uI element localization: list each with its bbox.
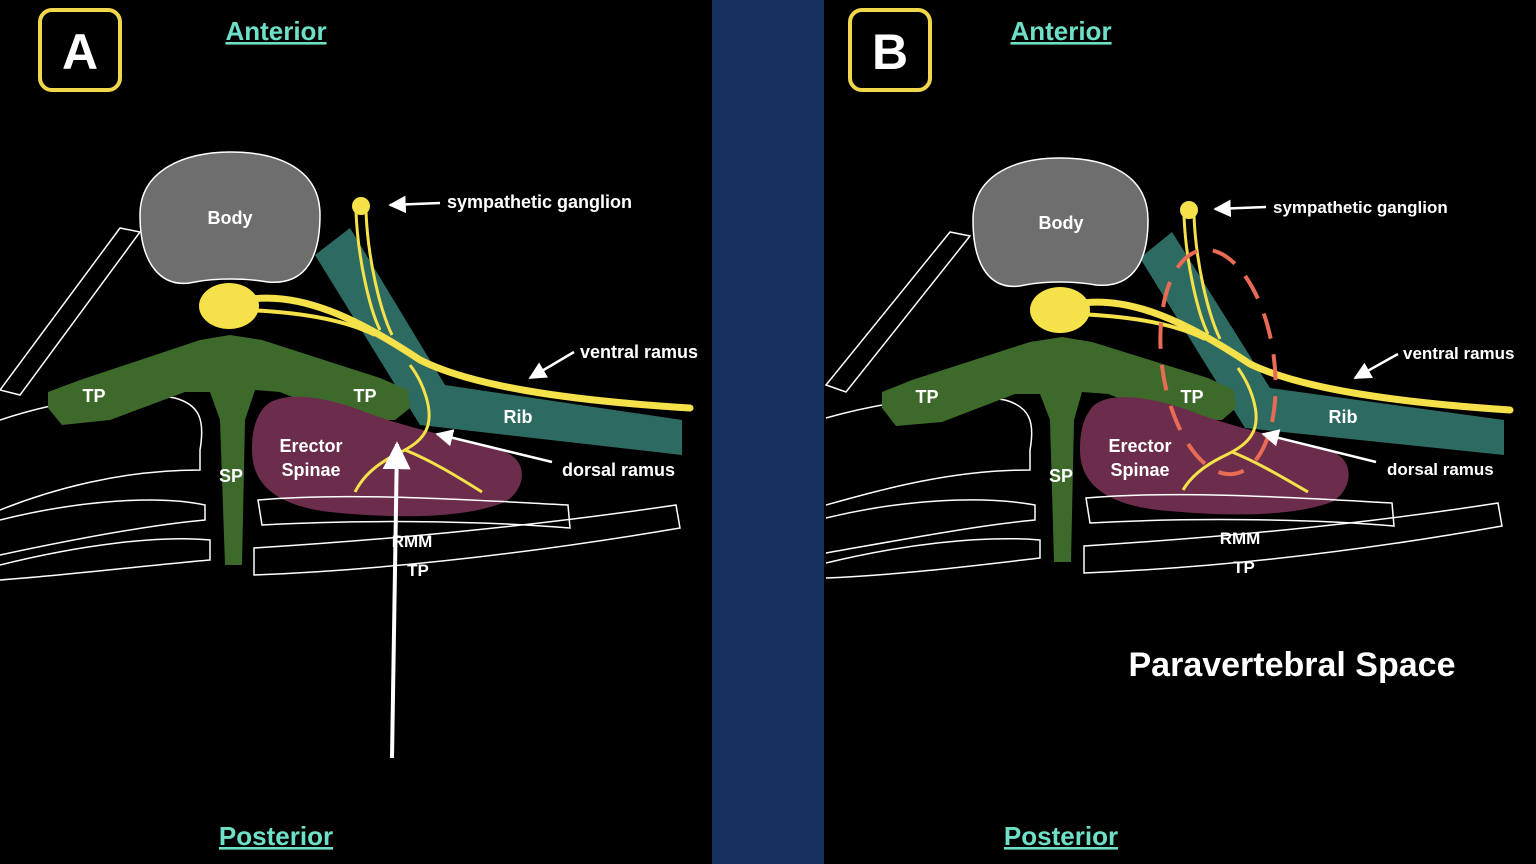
rami-communicantes	[1075, 312, 1206, 341]
vertebral-body	[139, 151, 321, 285]
left-muscle-layer-outline	[825, 499, 1036, 554]
erector-label-line2: Spinae	[281, 460, 340, 480]
dorsal-root-ganglion	[199, 283, 259, 329]
rmm-outline	[1085, 493, 1395, 527]
panel-divider	[712, 0, 824, 864]
posterior-label: Posterior	[219, 821, 333, 851]
dorsal-ramus-nerve-medial	[1181, 367, 1258, 491]
panel-badge	[848, 8, 932, 92]
erector-label-line1: Erector	[279, 436, 342, 456]
dorsal-ramus-nerve-medial	[353, 364, 431, 493]
rib-label: Rib	[504, 407, 533, 427]
tp-right-label: TP	[1180, 387, 1203, 407]
tp-right-label: TP	[353, 386, 376, 406]
dorsal-ramus-arrow	[1261, 429, 1377, 464]
panel-letter: B	[872, 24, 908, 80]
ventral-ramus-nerve	[1072, 298, 1514, 414]
lower-tp-outline	[1083, 502, 1503, 574]
ventral-ramus-label: ventral ramus	[1403, 344, 1515, 363]
sympathetic-chain-branch-2	[1192, 215, 1222, 340]
panel-badge	[38, 8, 122, 92]
sympathetic-ganglion-arrow	[388, 195, 441, 214]
tp-left-label: TP	[915, 387, 938, 407]
panel-b: B Anterior Posterior Body TP TP SP Erect…	[824, 8, 1515, 851]
dorsal-ramus-arrow	[435, 429, 553, 464]
sympathetic-chain-branch-1	[354, 211, 382, 331]
sympathetic-chain-branch-1	[1182, 215, 1210, 335]
erector-label-line1: Erector	[1108, 436, 1171, 456]
rmm-label: RMM	[1220, 529, 1261, 548]
body-label: Body	[208, 208, 253, 228]
ventral-ramus-nerve	[241, 294, 694, 412]
anterior-label: Anterior	[1010, 16, 1111, 46]
left-muscle-layer-outline-2	[0, 538, 211, 581]
erector-spinae-muscle	[1080, 397, 1349, 515]
transverse-and-spinous-process	[882, 337, 1236, 562]
sympathetic-ganglion-label: sympathetic ganglion	[1273, 198, 1448, 217]
tp-bottom-label: TP	[1233, 558, 1255, 577]
dorsal-root-ganglion	[1030, 287, 1090, 333]
transverse-and-spinous-process	[48, 335, 410, 565]
tp-left-label: TP	[82, 386, 105, 406]
left-muscle-layer-outline	[0, 499, 206, 556]
vertebral-body	[972, 157, 1149, 288]
panel-a: A Anterior Posterior Body TP TP SP Erect…	[0, 8, 698, 851]
dorsal-ramus-nerve-lateral	[404, 448, 483, 494]
ventral-ramus-arrow	[1353, 352, 1399, 380]
rib-label: Rib	[1329, 407, 1358, 427]
sympathetic-ganglion	[352, 197, 370, 215]
posterior-label: Posterior	[1004, 821, 1118, 851]
left-rib-outline	[0, 227, 142, 396]
dorsal-ramus-label: dorsal ramus	[562, 460, 675, 480]
dorsal-ramus-nerve-lateral	[1231, 450, 1309, 494]
sympathetic-ganglion-label: sympathetic ganglion	[447, 192, 632, 212]
sympathetic-ganglion-arrow	[1213, 199, 1267, 218]
lower-tp-outline	[253, 504, 681, 576]
paravertebral-space-caption: Paravertebral Space	[1129, 646, 1456, 684]
rmm-label: RMM	[392, 532, 433, 551]
ventral-ramus-label: ventral ramus	[580, 342, 698, 362]
tp-bottom-label: TP	[407, 561, 429, 580]
paravertebral-space-marker	[1158, 247, 1278, 477]
left-muscle-layer-outline-2	[825, 537, 1041, 579]
left-rib-outline	[824, 231, 972, 393]
sp-label: SP	[219, 466, 243, 486]
dorsal-ramus-label: dorsal ramus	[1387, 460, 1494, 479]
sympathetic-chain-branch-2	[364, 211, 394, 336]
rmm-outline	[257, 495, 571, 529]
sp-label: SP	[1049, 466, 1073, 486]
needle-arrow	[382, 441, 411, 759]
anterior-label: Anterior	[225, 16, 326, 46]
panel-letter: A	[62, 24, 98, 80]
body-label: Body	[1039, 213, 1084, 233]
ventral-ramus-arrow	[528, 350, 575, 380]
rami-communicantes	[244, 308, 376, 337]
sympathetic-ganglion	[1180, 201, 1198, 219]
erector-label-line2: Spinae	[1110, 460, 1169, 480]
